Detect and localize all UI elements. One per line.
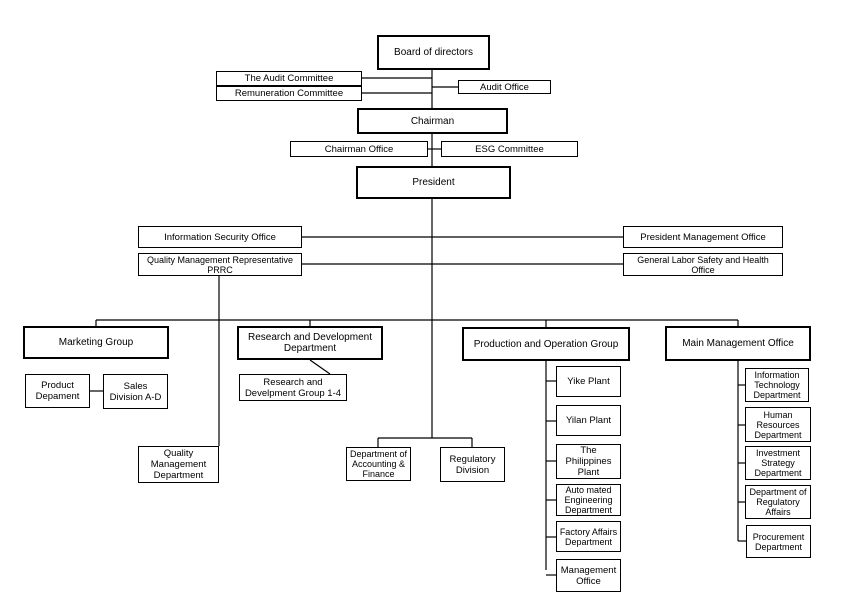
regulatory-division-box: Regulatory Division: [440, 447, 505, 482]
esg-committee-box: ESG Committee: [441, 141, 578, 157]
quality-management-representative-box: Quality Management Representative PRRC: [138, 253, 302, 276]
information-technology-department-box: Information Technology Department: [745, 368, 809, 402]
remuneration-committee-box: Remuneration Committee: [216, 86, 362, 101]
human-resources-department-box: Human Resources Department: [745, 407, 811, 442]
audit-office-box: Audit Office: [458, 80, 551, 94]
automated-engineering-department-box: Auto mated Engineering Department: [556, 484, 621, 516]
yike-plant-box: Yike Plant: [556, 366, 621, 397]
management-office-box: Management Office: [556, 559, 621, 592]
product-department-box: Product Depament: [25, 374, 90, 408]
chairman-office-box: Chairman Office: [290, 141, 428, 157]
audit-committee-box: The Audit Committee: [216, 71, 362, 86]
main-management-office-box: Main Management Office: [665, 326, 811, 361]
general-labor-safety-office-box: General Labor Safety and Health Office: [623, 253, 783, 276]
board-of-directors-box: Board of directors: [377, 35, 490, 70]
marketing-group-box: Marketing Group: [23, 326, 169, 359]
information-security-office-box: Information Security Office: [138, 226, 302, 248]
president-box: President: [356, 166, 511, 199]
rnd-group-box: Research and Develpment Group 1-4: [239, 374, 347, 401]
president-management-office-box: President Management Office: [623, 226, 783, 248]
sales-division-box: Sales Division A-D: [103, 374, 168, 409]
research-development-department-box: Research and Development Department: [237, 326, 383, 360]
investment-strategy-department-box: Investment Strategy Department: [745, 446, 811, 480]
quality-management-department-box: Quality Management Department: [138, 446, 219, 483]
factory-affairs-department-box: Factory Affairs Department: [556, 521, 621, 552]
regulatory-affairs-department-box: Department of Regulatory Affairs: [745, 485, 811, 519]
procurement-department-box: Procurement Department: [746, 525, 811, 558]
yilan-plant-box: Yilan Plant: [556, 405, 621, 436]
production-operation-group-box: Production and Operation Group: [462, 327, 630, 361]
philippines-plant-box: The Philippines Plant: [556, 444, 621, 479]
chairman-box: Chairman: [357, 108, 508, 134]
accounting-finance-department-box: Department of Accounting & Finance: [346, 447, 411, 481]
